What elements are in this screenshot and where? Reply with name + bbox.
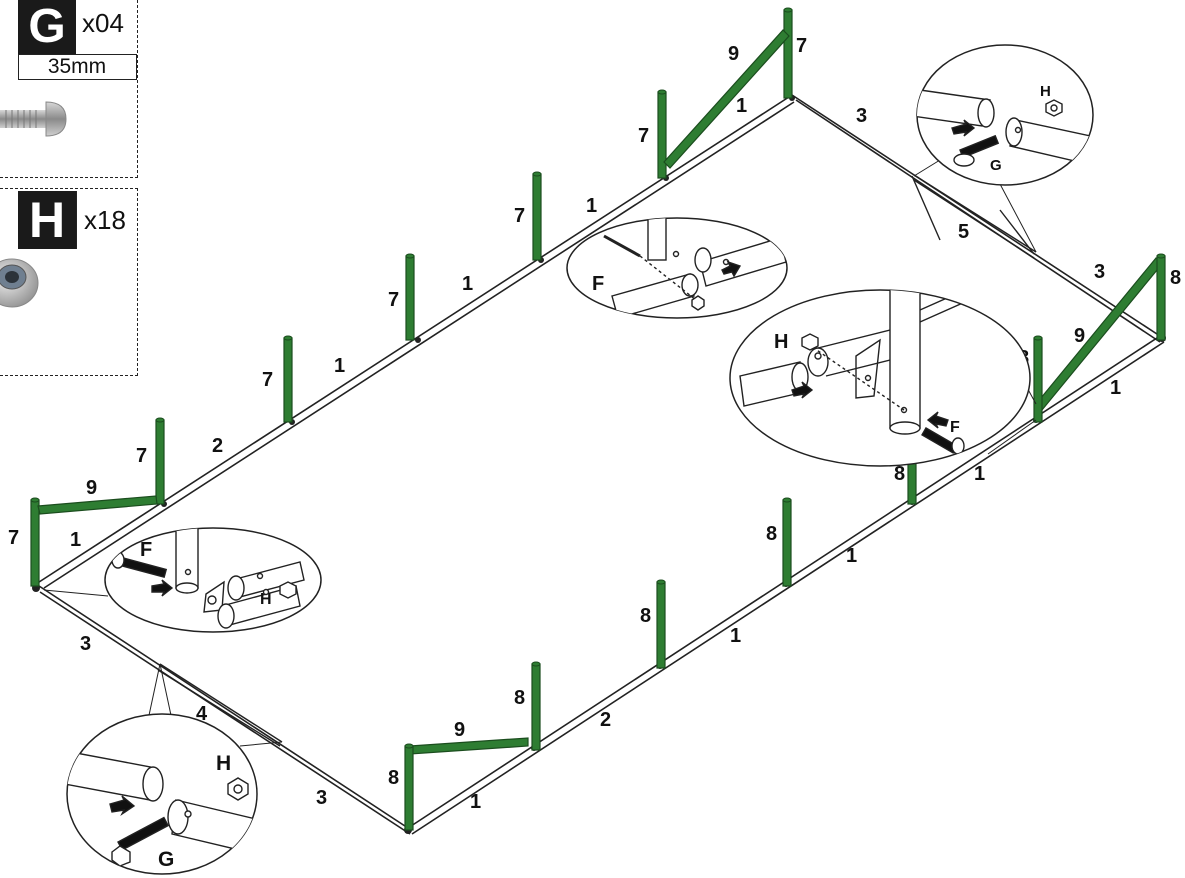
upright-8 <box>531 663 541 751</box>
label-pole-9: 9 <box>1074 325 1085 347</box>
frame-tube-left-short <box>35 583 409 829</box>
label-pole-3: 3 <box>1094 261 1105 283</box>
lock-nut-icon <box>0 258 39 308</box>
frame-tube-right-short <box>791 94 1161 337</box>
label-pole-8: 8 <box>388 767 399 789</box>
label-pole-2: 2 <box>600 709 611 731</box>
label-pole-1: 1 <box>1110 377 1121 399</box>
callout-r-nut: H <box>774 331 788 353</box>
upright-7 <box>657 91 667 179</box>
upright-caps <box>30 7 793 503</box>
part-g-size-box: 35mm <box>18 54 137 80</box>
label-pole-5: 5 <box>958 221 969 243</box>
brace-9-left <box>37 495 158 515</box>
pole-labels: 9 7 1 3 7 1 7 5 3 8 9 1 7 1 7 2 7 9 7 1 … <box>8 35 1181 813</box>
label-pole-1: 1 <box>462 273 473 295</box>
upright-8 <box>1033 337 1043 423</box>
callout-right: H F <box>729 289 1037 467</box>
label-pole-7: 7 <box>136 445 147 467</box>
part-g-size: 35mm <box>47 55 107 78</box>
part-h-quantity-frame <box>76 191 137 249</box>
upright-7 <box>30 499 40 587</box>
part-g-letter: G <box>18 0 76 54</box>
callout-bottom-left: H G <box>66 663 283 875</box>
part-h-letter: H <box>18 191 76 249</box>
upright-8 <box>1156 255 1166 341</box>
callout-l-nut: H <box>260 591 272 608</box>
upright-7 <box>532 173 542 261</box>
upright-8 <box>404 745 414 831</box>
callout-m-bolt: F <box>592 273 604 295</box>
part-h-quantity: x18 <box>84 205 126 235</box>
callout-left: F H <box>43 527 322 633</box>
brace-9-top <box>663 29 790 169</box>
braces-9 <box>37 29 1163 755</box>
brace-9-front <box>409 737 529 755</box>
uprights-back <box>30 9 793 587</box>
label-pole-7: 7 <box>388 289 399 311</box>
label-pole-1: 1 <box>974 463 985 485</box>
bolt-icon <box>0 101 67 137</box>
upright-7 <box>405 255 415 341</box>
label-pole-8: 8 <box>1170 267 1181 289</box>
callout-tr-bolt: G <box>990 157 1002 174</box>
callout-middle: F <box>566 217 788 319</box>
label-pole-9: 9 <box>86 477 97 499</box>
label-pole-1: 1 <box>470 791 481 813</box>
callout-tr-nut: H <box>1040 83 1051 100</box>
label-pole-9: 9 <box>454 719 465 741</box>
label-pole-7: 7 <box>8 527 19 549</box>
label-pole-9: 9 <box>728 43 739 65</box>
callout-bl-bolt: G <box>158 848 174 871</box>
upright-8 <box>656 581 666 669</box>
label-pole-1: 1 <box>736 95 747 117</box>
label-pole-1: 1 <box>70 529 81 551</box>
label-pole-3: 3 <box>80 633 91 655</box>
part-g-quantity: x04 <box>82 8 124 38</box>
callout-r-bolt: F <box>950 419 960 436</box>
label-pole-1: 1 <box>334 355 345 377</box>
label-pole-3: 3 <box>316 787 327 809</box>
label-pole-8: 8 <box>514 687 525 709</box>
upright-7 <box>783 9 793 99</box>
label-pole-7: 7 <box>796 35 807 57</box>
callout-bl-nut: H <box>216 752 231 775</box>
label-pole-4: 4 <box>196 703 208 725</box>
label-pole-8: 8 <box>640 605 651 627</box>
label-pole-1: 1 <box>730 625 741 647</box>
upright-8 <box>782 499 792 587</box>
upright-caps-front <box>404 253 1166 749</box>
label-pole-7: 7 <box>638 125 649 147</box>
callout-top-right: H G <box>913 44 1094 253</box>
label-pole-7: 7 <box>262 369 273 391</box>
label-pole-2: 2 <box>212 435 223 457</box>
part-box-h: H x18 <box>0 188 138 376</box>
upright-7 <box>283 337 293 423</box>
part-box-g: G x04 35mm <box>0 0 138 178</box>
frame-braces <box>157 174 1037 747</box>
label-pole-1: 1 <box>846 545 857 567</box>
label-pole-7: 7 <box>514 205 525 227</box>
upright-7 <box>155 419 165 505</box>
label-pole-3: 3 <box>856 105 867 127</box>
callout-l-bolt: F <box>140 539 152 561</box>
label-pole-1: 1 <box>586 195 597 217</box>
label-pole-8: 8 <box>894 463 905 485</box>
label-pole-8: 8 <box>766 523 777 545</box>
